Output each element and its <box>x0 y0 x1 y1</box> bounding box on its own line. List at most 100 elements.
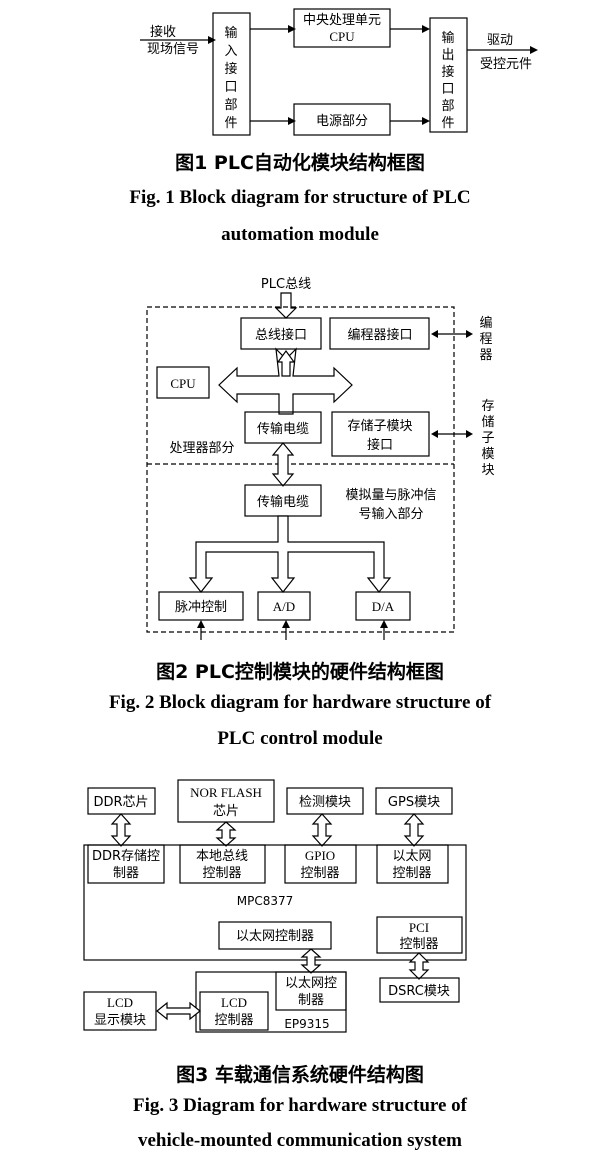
svg-text:接: 接 <box>441 64 454 80</box>
svg-text:GPS模块: GPS模块 <box>388 795 440 810</box>
svg-text:件: 件 <box>224 116 237 131</box>
fig2-storage-module-label: 存 储 子 模 块 <box>481 399 494 478</box>
svg-text:件: 件 <box>441 116 454 131</box>
svg-text:控制器: 控制器 <box>300 866 339 881</box>
fig2-caption-en-2: PLC control module <box>217 728 383 749</box>
svg-text:芯片: 芯片 <box>213 804 239 819</box>
svg-text:GPIO: GPIO <box>305 848 335 863</box>
fig2-analog-label-2: 号输入部分 <box>358 506 423 522</box>
svg-text:控制器: 控制器 <box>399 937 438 952</box>
svg-text:DDR芯片: DDR芯片 <box>93 795 148 810</box>
fig1-caption-en-2: automation module <box>221 224 379 245</box>
svg-text:储: 储 <box>481 415 494 430</box>
fig1-input-module <box>212 12 251 136</box>
svg-text:制器: 制器 <box>113 866 139 881</box>
fig3-lcd-display <box>83 991 157 1031</box>
fig1-output-label-1: 驱动 <box>487 33 513 48</box>
svg-text:传输电缆: 传输电缆 <box>257 421 309 437</box>
svg-text:检测模块: 检测模块 <box>299 795 351 810</box>
svg-text:存: 存 <box>481 399 494 414</box>
fig1-cpu-box <box>293 8 391 48</box>
svg-text:块: 块 <box>481 463 494 478</box>
svg-text:模: 模 <box>481 447 494 462</box>
fig1-input-module-text: 输 入 接 口 部 件 <box>224 25 237 131</box>
svg-text:子: 子 <box>481 431 494 446</box>
fig3-ddr-ctrl <box>87 844 165 884</box>
svg-text:输: 输 <box>441 30 454 46</box>
svg-text:DSRC模块: DSRC模块 <box>388 984 450 999</box>
fig2-cpu-box <box>156 366 210 399</box>
fig3-caption-en-1: Fig. 3 Diagram for hardware structure of <box>132 1095 468 1116</box>
fig1-caption-cn: 图1 PLC自动化模块结构框图 <box>175 152 425 174</box>
svg-text:PCI: PCI <box>409 920 429 935</box>
svg-text:本地总线: 本地总线 <box>196 849 248 864</box>
svg-text:LCD: LCD <box>107 995 133 1010</box>
svg-text:NOR FLASH: NOR FLASH <box>190 785 262 800</box>
fig2-distribution-bus <box>188 515 392 593</box>
fig3-dsrc <box>379 977 460 1003</box>
fig3-detect-module <box>286 787 364 815</box>
fig1-output-label-2: 受控元件 <box>480 57 532 72</box>
fig1-input-label-1: 接收 <box>150 24 176 40</box>
fig1-caption-en-1: Fig. 1 Block diagram for structure of PL… <box>129 187 471 208</box>
svg-text:部: 部 <box>441 99 454 114</box>
fig2-bus-interface <box>240 317 322 350</box>
svg-text:总线接口: 总线接口 <box>255 327 307 343</box>
fig3-local-bus-ctrl <box>179 844 266 884</box>
fig2-outer-dashed-box <box>146 306 455 633</box>
fig1-cpu-label-2: CPU <box>329 29 355 44</box>
fig2-cable-link <box>271 442 295 487</box>
svg-text:显示模块: 显示模块 <box>94 1013 146 1028</box>
fig2-ad <box>257 591 311 621</box>
fig3-eth-ctrl-top <box>376 844 449 884</box>
fig2-caption-en-1: Fig. 2 Block diagram for hardware struct… <box>108 692 492 713</box>
svg-text:编: 编 <box>479 316 492 331</box>
svg-text:控制器: 控制器 <box>202 866 241 881</box>
fig3-diagram: DDR芯片 NOR FLASH 芯片 检测模块 GPS模块 MPC8377 DD… <box>83 779 467 1033</box>
svg-text:接口: 接口 <box>367 437 393 453</box>
fig2-processor-part: 处理器部分 <box>169 441 234 456</box>
svg-text:控制器: 控制器 <box>392 866 431 881</box>
fig1-cpu-label-1: 中央处理单元 <box>303 13 381 28</box>
fig2-programmer-interface <box>329 317 430 350</box>
fig1-input-label-2: 现场信号 <box>147 42 199 57</box>
fig3-ep-label: EP9315 <box>284 1017 329 1031</box>
fig3-gpio-ctrl <box>284 844 357 884</box>
fig3-pci-ctrl <box>376 916 463 954</box>
fig1-power-label: 电源部分 <box>316 114 368 129</box>
fig2-bus-label: PLC总线 <box>261 277 311 292</box>
svg-text:D/A: D/A <box>372 599 395 614</box>
svg-text:LCD: LCD <box>221 995 247 1010</box>
fig1-diagram: 接收 现场信号 输 入 接 口 部 件 中央处理单元 CPU 电源部分 <box>140 8 538 136</box>
svg-text:程: 程 <box>479 332 492 347</box>
svg-text:口: 口 <box>224 80 237 95</box>
svg-text:以太网控: 以太网控 <box>285 976 337 991</box>
svg-text:以太网控制器: 以太网控制器 <box>236 929 314 944</box>
fig2-storage-interface <box>331 411 430 457</box>
fig2-internal-bus <box>218 347 353 415</box>
svg-text:存储子模块: 存储子模块 <box>347 419 412 434</box>
fig1-output-module <box>429 17 468 133</box>
svg-text:以太网: 以太网 <box>392 849 431 864</box>
svg-text:部: 部 <box>224 98 237 113</box>
svg-text:控制器: 控制器 <box>214 1013 253 1028</box>
fig2-programmer-label: 编 程 器 <box>479 316 492 363</box>
fig3-caption-en-2: vehicle-mounted communication system <box>137 1130 463 1151</box>
svg-text:CPU: CPU <box>170 376 196 391</box>
fig2-bus-arrow <box>274 292 298 319</box>
fig2-analog-label-1: 模拟量与脉冲信 <box>345 488 436 503</box>
fig3-ep-eth-ctrl <box>275 971 347 1011</box>
fig3-eth-ctrl-mid <box>218 921 332 950</box>
fig1-power-box <box>293 103 391 136</box>
svg-text:传输电缆: 传输电缆 <box>257 494 309 510</box>
fig3-caption-cn: 图3 车载通信系统硬件结构图 <box>176 1064 424 1086</box>
svg-text:入: 入 <box>224 44 237 59</box>
svg-text:器: 器 <box>479 348 492 363</box>
svg-text:制器: 制器 <box>298 993 324 1008</box>
fig1-output-module-text: 输 出 接 口 部 件 <box>441 30 454 131</box>
svg-text:接: 接 <box>224 61 237 77</box>
svg-text:口: 口 <box>441 82 454 97</box>
svg-text:DDR存储控: DDR存储控 <box>92 849 160 864</box>
fig2-diagram: PLC总线 总线接口 编程器接口 编 程 器 CPU 传输电缆 <box>146 277 495 640</box>
fig3-mpc-label: MPC8377 <box>237 894 294 908</box>
